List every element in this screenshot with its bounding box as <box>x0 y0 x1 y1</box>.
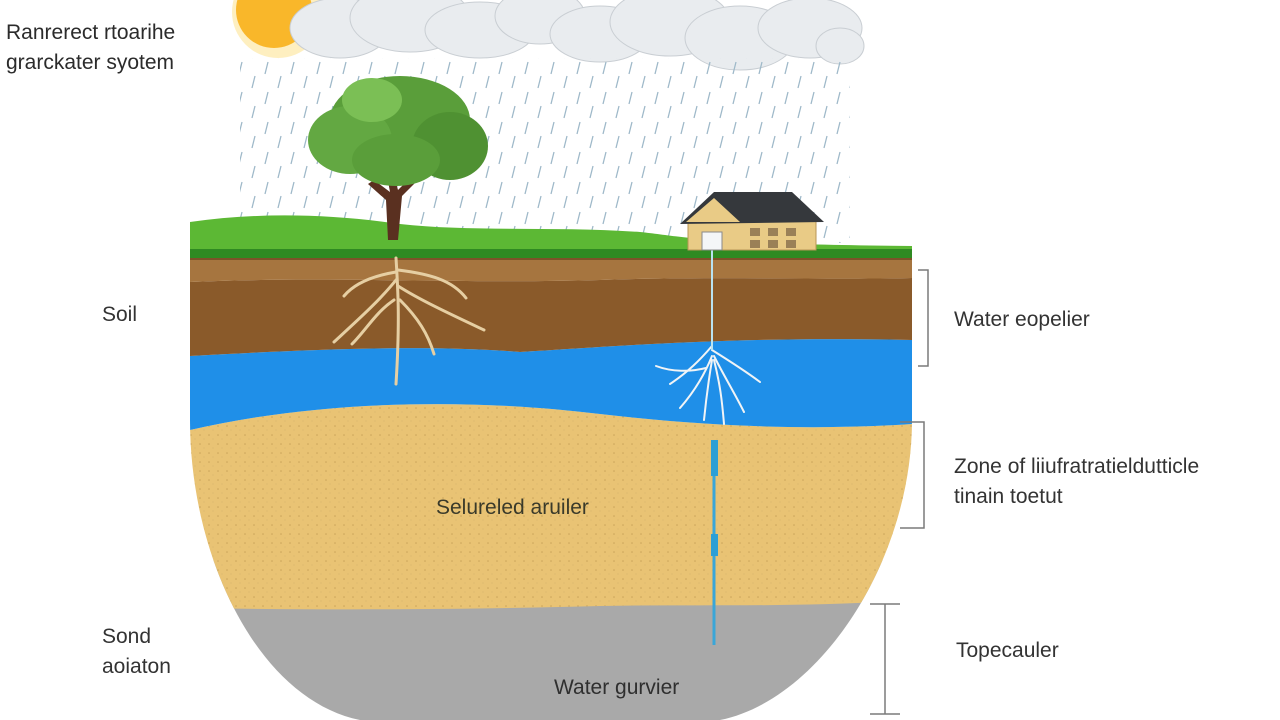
title-line-1: Ranrerect rtoarihe <box>6 21 176 44</box>
well-pipe <box>711 248 718 645</box>
ground-cross-section <box>190 258 912 720</box>
well-roots <box>655 345 761 425</box>
bracket-top <box>870 603 900 715</box>
label-saturated-aquifer: Selureled aruiler <box>436 496 589 519</box>
label-soil: Soil <box>102 303 138 326</box>
label-top: Topecauler <box>956 639 1059 662</box>
bracket-zone <box>900 421 925 529</box>
diagram-title: Ranrerect rtoarihe grarckater syotem <box>6 18 175 78</box>
label-zone-line-2: tinain toetut <box>954 485 1063 508</box>
tree-icon <box>308 76 488 240</box>
topsoil-layer <box>190 258 912 282</box>
label-sand: Sond aoiaton <box>102 622 171 682</box>
label-water-supplier: Water eopelier <box>954 308 1090 331</box>
title-line-2: grarckater syotem <box>6 51 175 74</box>
label-sand-line-1: Sond <box>102 625 152 648</box>
tree-roots <box>332 256 486 386</box>
soil-layer <box>190 278 912 356</box>
label-water-barrier: Water gurvier <box>554 676 680 699</box>
label-sand-line-2: aoiaton <box>102 655 171 678</box>
label-zone: Zone of liiufratratieldutticle tinain to… <box>954 452 1199 512</box>
grass-edge <box>190 249 912 258</box>
house-icon <box>680 192 824 251</box>
bracket-water-supplier <box>918 269 929 367</box>
label-zone-line-1: Zone of liiufratratieldutticle <box>954 455 1200 478</box>
